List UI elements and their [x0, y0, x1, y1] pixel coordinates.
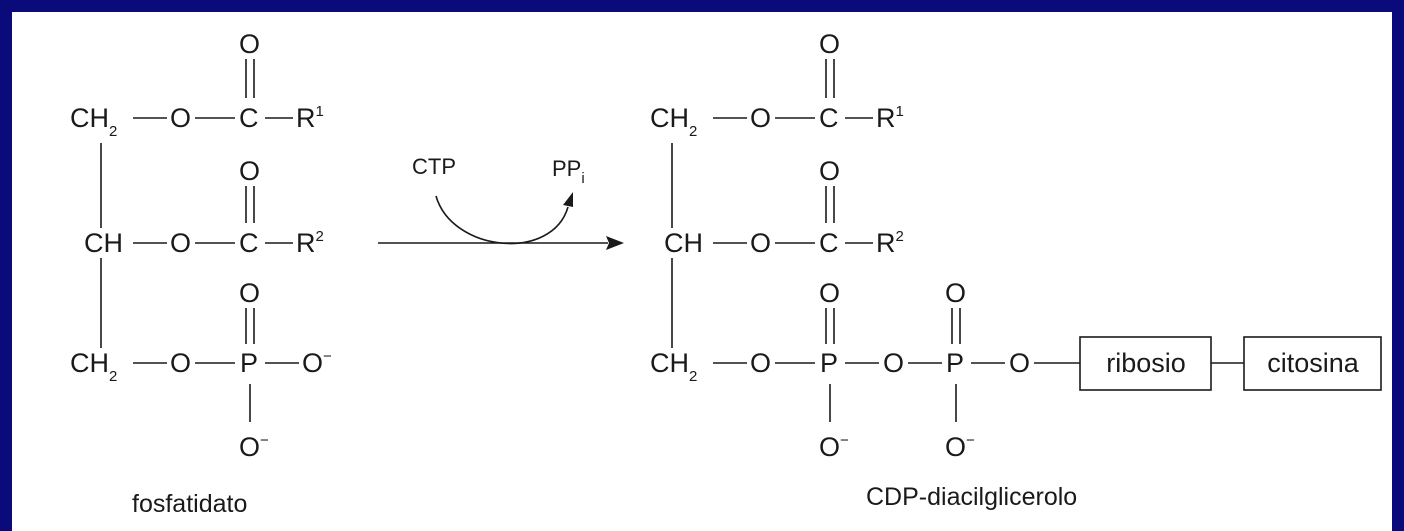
oxygen-atom: O [1009, 348, 1030, 378]
oxyanion: O− [302, 348, 332, 378]
carbonyl-carbon: C [239, 103, 259, 133]
oxygen-atom: O [750, 103, 771, 133]
carbonyl-oxygen: O [819, 29, 840, 59]
oxygen-atom: O [750, 348, 771, 378]
cosubstrate-label: CTP [412, 154, 456, 179]
cytosine-box [1243, 336, 1382, 391]
reactant-structure: CH2 O C O R1 CH O C O R2 CH2 O P O O− O−… [70, 29, 332, 518]
carbonyl-carbon: C [239, 228, 259, 258]
oxyanion: O− [819, 432, 849, 462]
product-caption: CDP-diacilglicerolo [866, 483, 1077, 511]
carbonyl-oxygen: O [819, 156, 840, 186]
carbon-ch: CH [84, 228, 123, 258]
carbonyl-oxygen: O [239, 156, 260, 186]
reaction-arrow: CTP PPi [378, 154, 624, 250]
oxygen-atom: O [170, 228, 191, 258]
phosphorus-atom: P [946, 348, 964, 378]
phosphorus-atom: P [820, 348, 838, 378]
carbon-ch2: CH2 [70, 348, 117, 385]
curved-arrow-head [563, 192, 573, 207]
phosphoryl-oxygen: O [819, 278, 840, 308]
r-group: R2 [876, 228, 904, 258]
diagram-panel: CH2 O C O R1 CH O C O R2 CH2 O P O O− O−… [12, 12, 1392, 531]
carbonyl-carbon: C [819, 103, 839, 133]
product-structure: CH2 O C O R1 CH O C O R2 CH2 O P O O− [650, 29, 1382, 511]
bridging-oxygen: O [883, 348, 904, 378]
r-group: R1 [876, 103, 904, 133]
carbon-ch2: CH2 [650, 348, 697, 385]
oxyanion: O− [239, 432, 269, 462]
curved-arrow [435, 195, 569, 245]
phosphoryl-oxygen: O [945, 278, 966, 308]
oxyanion: O− [945, 432, 975, 462]
phosphoryl-oxygen: O [239, 278, 260, 308]
oxygen-atom: O [170, 348, 191, 378]
carbonyl-carbon: C [819, 228, 839, 258]
reactant-caption: fosfatidato [132, 490, 247, 518]
phosphorus-atom: P [240, 348, 258, 378]
cytosine-label: citosina [1267, 348, 1360, 378]
oxygen-atom: O [750, 228, 771, 258]
r-group: R2 [296, 228, 324, 258]
oxygen-atom: O [170, 103, 191, 133]
ribose-box [1079, 336, 1212, 391]
carbon-ch2: CH2 [650, 103, 697, 140]
ribose-label: ribosio [1106, 348, 1186, 378]
r-group: R1 [296, 103, 324, 133]
carbonyl-oxygen: O [239, 29, 260, 59]
arrow-head [606, 236, 624, 250]
reaction-diagram: CH2 O C O R1 CH O C O R2 CH2 O P O O− O−… [70, 29, 1382, 518]
byproduct-label: PPi [552, 156, 585, 187]
carbon-ch2: CH2 [70, 103, 117, 140]
carbon-ch: CH [664, 228, 703, 258]
